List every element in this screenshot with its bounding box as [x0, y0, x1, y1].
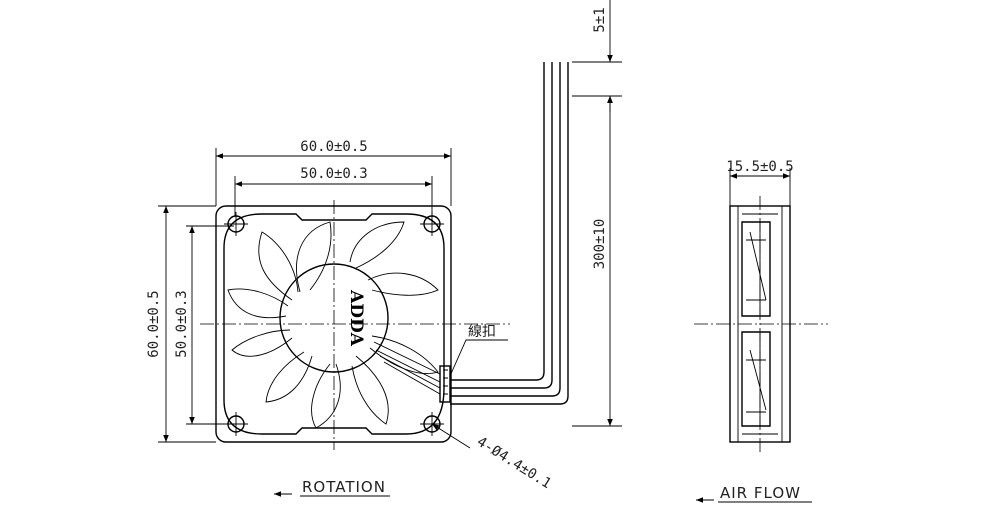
dim-lead-length: 300±10 — [592, 219, 608, 270]
brand-logo: ADDA — [346, 289, 366, 347]
airflow-label: AIR FLOW — [720, 484, 801, 502]
rotation-label: ROTATION — [302, 478, 386, 496]
dim-overall-width: 60.0±0.5 — [300, 139, 367, 155]
dim-overall-height: 60.0±0.5 — [146, 290, 162, 357]
front-view: ADDA — [200, 200, 510, 450]
rotation-indicator: ROTATION — [274, 478, 390, 497]
side-view — [694, 196, 828, 452]
wire-clip — [439, 365, 451, 403]
dimension-lines — [158, 0, 791, 449]
dim-hole-height: 50.0±0.3 — [174, 290, 190, 357]
dim-thickness: 15.5±0.5 — [726, 159, 793, 175]
wire-channel — [373, 341, 441, 395]
fan-blades — [227, 221, 439, 429]
fan-venturi-outline — [223, 213, 445, 435]
airflow-indicator: AIR FLOW — [696, 484, 812, 503]
dim-hole-width: 50.0±0.3 — [300, 166, 367, 182]
dim-holes: 4-Ø4.4±0.1 — [474, 434, 554, 492]
dim-strip-length: 5±1 — [592, 7, 608, 32]
wire-clip-label: 線扣 — [468, 324, 496, 340]
lead-wires — [450, 62, 569, 405]
